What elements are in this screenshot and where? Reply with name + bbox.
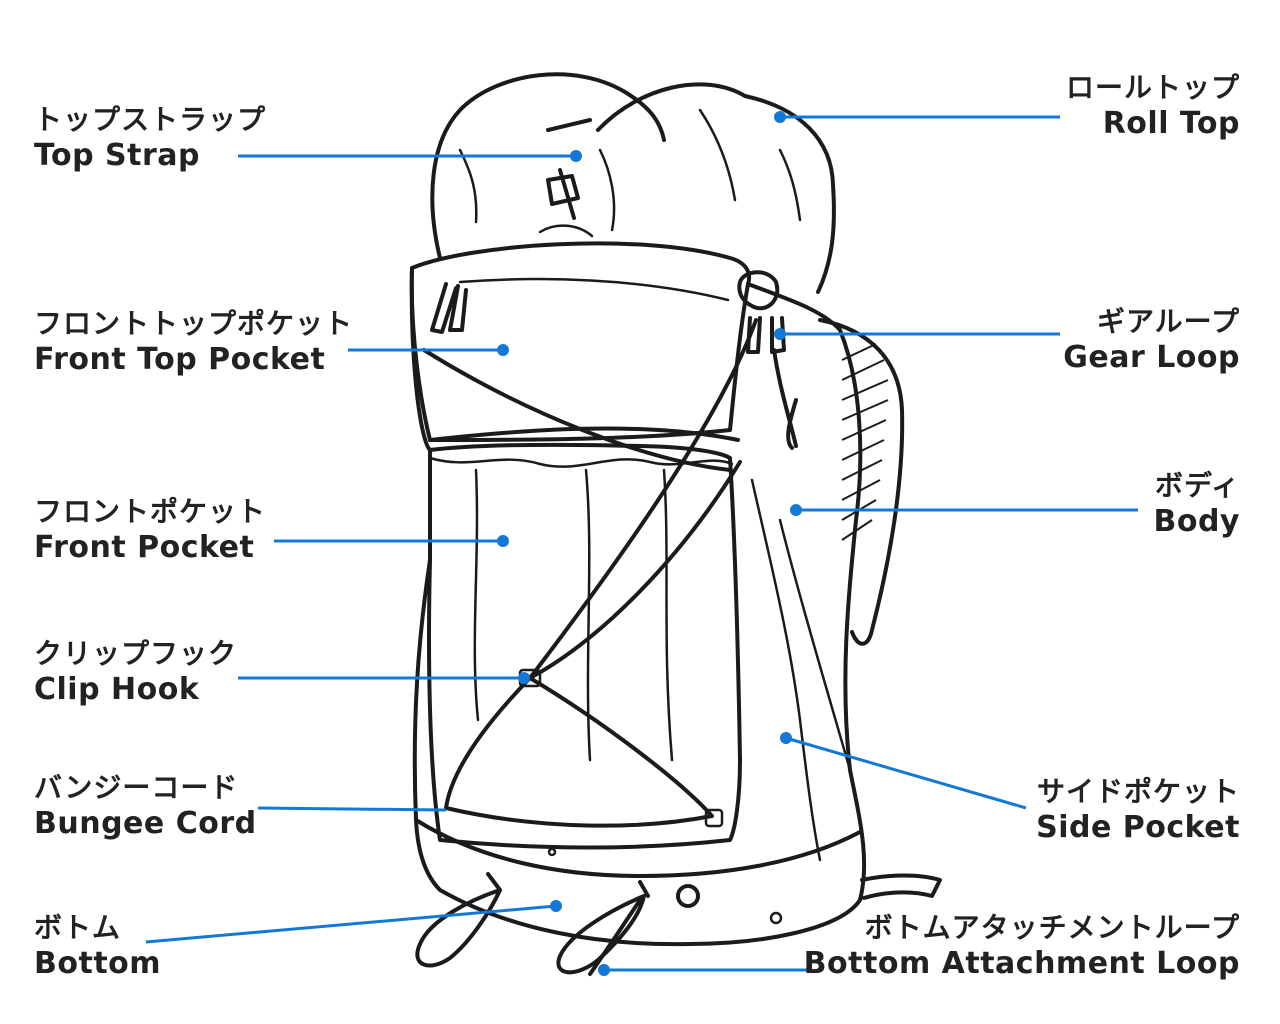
label-side-pocket-jp: サイドポケット [1036, 775, 1240, 808]
leader-lines [145, 111, 1138, 976]
label-body: ボディ Body [1153, 470, 1240, 539]
leader-side-pocket [785, 736, 1027, 810]
bungee-cord [422, 318, 758, 828]
dot-clip-hook [518, 672, 530, 684]
label-gear-loop-jp: ギアループ [1096, 305, 1240, 338]
label-bottom-jp: ボトム [34, 911, 122, 944]
bottom-grommet [547, 847, 557, 857]
cord-end-clip [704, 808, 724, 828]
front-top-pocket-outline [409, 241, 751, 442]
label-bottom-attachment-loop: ボトムアタッチメントループ Bottom Attachment Loop [804, 912, 1240, 981]
label-side-pocket: サイドポケット Side Pocket [1036, 776, 1240, 845]
label-front-top-pocket-jp: フロントトップポケット [34, 307, 354, 340]
label-top-strap-en: Top Strap [34, 138, 200, 174]
bottom-eyelet [769, 911, 783, 925]
bottom-attachment-loop-right [556, 880, 650, 976]
front-pocket-outline [427, 442, 742, 850]
label-front-pocket-en: Front Pocket [34, 530, 255, 566]
bottom-logo-ring [676, 884, 700, 908]
label-bungee-cord: バンジーコード Bungee Cord [34, 772, 257, 841]
label-bottom-attachment-loop-en: Bottom Attachment Loop [803, 946, 1240, 982]
label-bungee-cord-jp: バンジーコード [34, 771, 239, 804]
label-clip-hook-en: Clip Hook [34, 672, 200, 708]
label-front-top-pocket: フロントトップポケット Front Top Pocket [34, 308, 353, 377]
dot-side-pocket [780, 732, 792, 744]
dot-bottom [550, 900, 562, 912]
dot-gear-loop [774, 328, 786, 340]
label-top-strap: トップストラップ Top Strap [34, 104, 266, 173]
label-gear-loop-en: Gear Loop [1063, 340, 1240, 376]
label-bottom-attachment-loop-jp: ボトムアタッチメントループ [864, 911, 1240, 944]
label-bungee-cord-en: Bungee Cord [34, 806, 257, 842]
label-gear-loop: ギアループ Gear Loop [1063, 306, 1240, 375]
label-clip-hook-jp: クリップフック [34, 637, 238, 670]
top-strap [546, 118, 592, 220]
label-roll-top-en: Roll Top [1102, 106, 1240, 142]
label-front-pocket: フロントポケット Front Pocket [34, 496, 266, 565]
dot-roll-top [774, 111, 786, 123]
front-pocket-folds [473, 468, 674, 762]
label-roll-top: ロールトップ Roll Top [1066, 72, 1240, 141]
label-clip-hook: クリップフック Clip Hook [34, 638, 237, 707]
label-roll-top-jp: ロールトップ [1065, 71, 1240, 104]
leader-bottom [145, 904, 557, 944]
bottom-band [414, 818, 862, 878]
dot-front-top-pocket [497, 344, 509, 356]
backpack-illustration [409, 72, 942, 976]
label-body-en: Body [1153, 504, 1240, 540]
label-bottom: ボトム Bottom [34, 912, 161, 981]
hip-strap-stub [860, 873, 942, 900]
dot-bottom-attachment-loop [598, 964, 610, 976]
dot-front-pocket [497, 535, 509, 547]
label-top-strap-jp: トップストラップ [34, 103, 267, 136]
label-side-pocket-en: Side Pocket [1036, 810, 1240, 846]
shoulder-strap [818, 318, 905, 646]
roll-top-folds [458, 108, 802, 232]
side-pocket-folds [750, 478, 852, 862]
bottom-attachment-loop-left [415, 872, 502, 968]
dot-top-strap [570, 150, 582, 162]
front-top-pocket-zipper [458, 277, 730, 302]
label-body-jp: ボディ [1154, 469, 1240, 502]
dot-body [790, 504, 802, 516]
label-front-top-pocket-en: Front Top Pocket [34, 342, 326, 378]
zipper-pull-left [430, 282, 468, 334]
label-bottom-en: Bottom [34, 946, 162, 982]
roll-top-left-lobe [430, 72, 666, 260]
leader-bungee-cord [257, 806, 447, 812]
gear-loop [737, 270, 798, 450]
label-front-pocket-jp: フロントポケット [34, 495, 267, 528]
